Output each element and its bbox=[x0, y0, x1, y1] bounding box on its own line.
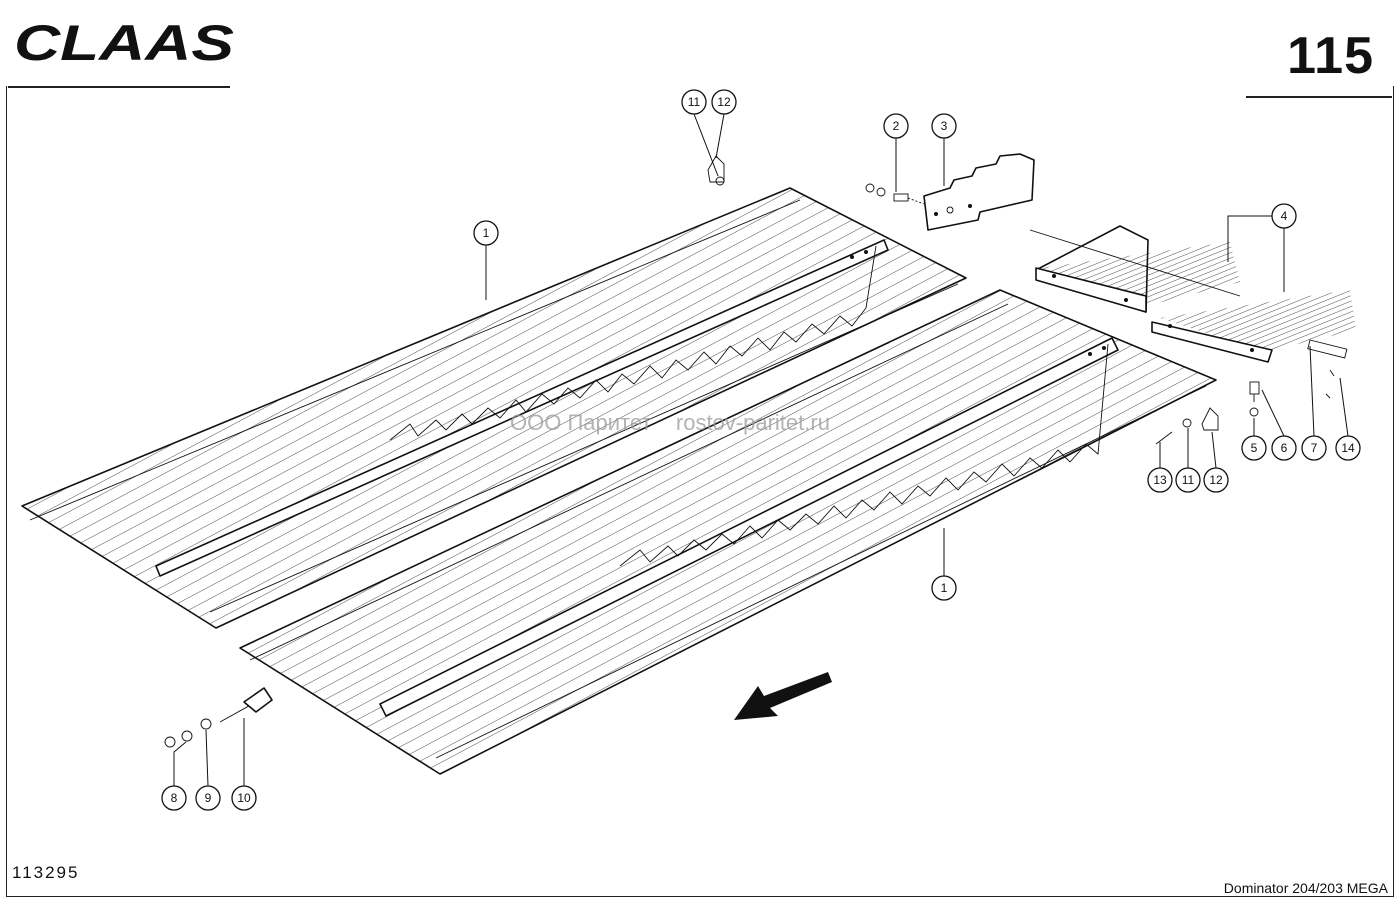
watermark-text: ООО Паритет rostov-paritet.ru bbox=[510, 410, 830, 435]
sieve-panel-left bbox=[21, 187, 967, 629]
svg-text:14: 14 bbox=[1341, 441, 1355, 455]
callout-14: 14 bbox=[1335, 377, 1361, 461]
svg-text:3: 3 bbox=[941, 119, 948, 133]
svg-text:1: 1 bbox=[483, 226, 490, 240]
travel-direction-arrow bbox=[734, 672, 832, 720]
callout-12-top: 12 bbox=[711, 89, 737, 159]
serrated-plate-part-3 bbox=[923, 153, 1035, 231]
svg-text:1: 1 bbox=[941, 581, 948, 595]
callout-7: 7 bbox=[1301, 345, 1327, 461]
page-number: 115 bbox=[1287, 27, 1374, 85]
svg-text:13: 13 bbox=[1153, 473, 1167, 487]
callout-10: 10 bbox=[231, 718, 257, 811]
callouts: 1 1 2 3 4 bbox=[161, 89, 1361, 811]
svg-text:12: 12 bbox=[1209, 473, 1223, 487]
callout-3: 3 bbox=[931, 113, 957, 186]
svg-text:5: 5 bbox=[1251, 441, 1258, 455]
callout-5: 5 bbox=[1241, 418, 1267, 461]
sieve-panel-right bbox=[239, 289, 1217, 775]
hardware-small-parts bbox=[164, 155, 1335, 748]
callout-12-right: 12 bbox=[1203, 431, 1229, 493]
callout-8: 8 bbox=[161, 741, 187, 811]
callout-11-top: 11 bbox=[681, 89, 719, 177]
svg-text:11: 11 bbox=[1182, 473, 1195, 487]
comb-strip-lower bbox=[1151, 290, 1356, 363]
svg-text:9: 9 bbox=[205, 791, 212, 805]
brand-logo: CLAAS bbox=[14, 16, 234, 68]
svg-text:2: 2 bbox=[893, 119, 900, 133]
svg-text:4: 4 bbox=[1281, 209, 1288, 223]
bolt-part-2 bbox=[865, 183, 925, 205]
model-caption: Dominator 204/203 MEGA bbox=[1223, 880, 1388, 896]
callout-4: 4 bbox=[1227, 203, 1297, 292]
page-number-underline bbox=[1246, 96, 1392, 98]
logo-underline bbox=[8, 86, 230, 88]
svg-text:10: 10 bbox=[237, 791, 251, 805]
callout-9: 9 bbox=[195, 729, 221, 811]
svg-text:6: 6 bbox=[1281, 441, 1288, 455]
callout-1-left: 1 bbox=[473, 220, 499, 300]
callout-6: 6 bbox=[1261, 389, 1297, 461]
callout-2: 2 bbox=[883, 113, 909, 192]
svg-text:7: 7 bbox=[1311, 441, 1318, 455]
page-frame bbox=[6, 86, 1394, 897]
callout-11-right: 11 bbox=[1175, 428, 1201, 493]
svg-text:11: 11 bbox=[688, 95, 701, 109]
comb-strip-upper bbox=[1029, 225, 1241, 313]
callout-1-right: 1 bbox=[931, 528, 957, 601]
brand-logo-text: CLAAS bbox=[14, 16, 234, 68]
drawing-number: 113295 bbox=[12, 863, 80, 882]
svg-text:12: 12 bbox=[717, 95, 731, 109]
svg-text:8: 8 bbox=[171, 791, 178, 805]
callout-13: 13 bbox=[1147, 442, 1173, 493]
